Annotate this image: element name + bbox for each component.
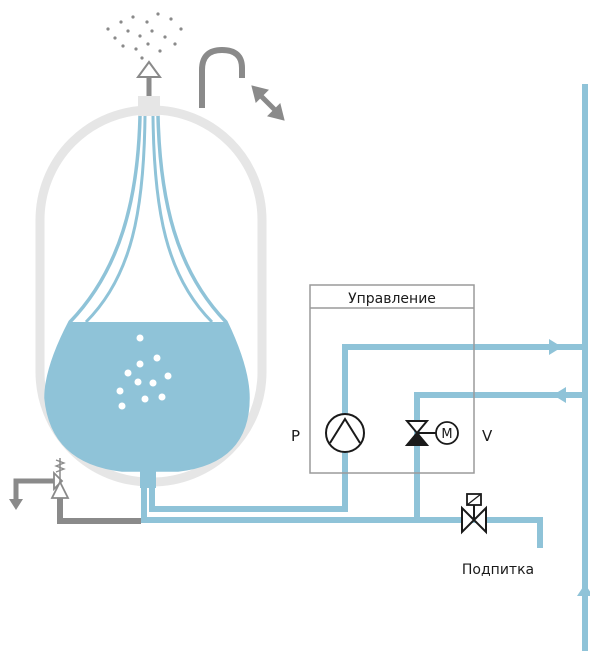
makeup-label: Подпитка [462,562,534,578]
bottom-outlet [140,468,156,488]
flow-arrow-right-icon [549,339,562,355]
control-label: Управление [348,291,436,307]
valve-label: V [482,427,493,445]
flow-arrow-left-icon [553,387,566,403]
makeup-valve-icon [461,493,487,535]
released-gas-dots [106,12,183,60]
funnel-inner [84,115,214,324]
top-nozzle [138,96,160,116]
pump-icon [325,413,365,453]
pipework [141,84,588,651]
gas-bubbles [116,334,172,410]
pump-label: P [291,427,300,445]
gooseneck-pipe [199,46,245,108]
funnel-outer [44,115,250,472]
motor-label: M [441,427,452,442]
flexible-connection-arrow-icon [251,85,285,121]
control-box [309,284,475,474]
motor-valve-icon [404,420,459,446]
water-body [46,322,248,470]
flow-arrow-up-icon [577,584,590,596]
safety-valve-assembly [9,458,141,524]
vent-arrow-icon [136,60,162,96]
